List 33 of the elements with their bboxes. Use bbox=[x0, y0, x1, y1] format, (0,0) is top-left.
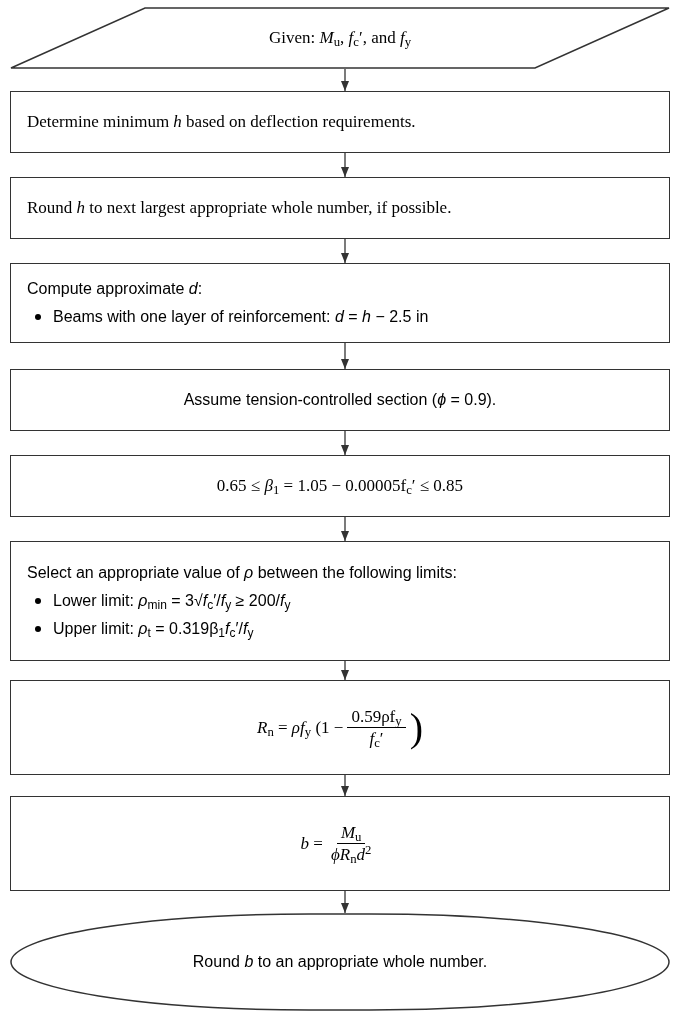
arrow bbox=[340, 890, 350, 914]
process-box bbox=[10, 680, 670, 775]
process-box bbox=[10, 455, 670, 517]
process-box bbox=[10, 796, 670, 891]
arrow bbox=[340, 152, 350, 178]
step-text: 0.65 ≤ β$_{1}$ = 1.05 − 0.00005f$_{c}$′ ≤ 0.85 bbox=[216, 475, 464, 499]
fraction: M$_{u}$ ϕR$_{n}$d$^{2}$ bbox=[329, 821, 373, 866]
arrow bbox=[340, 342, 350, 370]
step-heading: Compute approximate d: bbox=[27, 279, 204, 299]
step-heading: Select an appropriate value of ρ between the following limits: bbox=[27, 563, 458, 583]
step-text: Round b to an appropriate whole number. bbox=[192, 952, 488, 972]
parenthesis: ) bbox=[409, 707, 423, 748]
step-text: Assume tension-controlled section (ϕ = 0.9). bbox=[183, 390, 497, 410]
arrow bbox=[340, 430, 350, 456]
process-box bbox=[10, 177, 670, 239]
process-box bbox=[10, 91, 670, 153]
formula-text: R$_{n}$ = ρf$_{y}$ (1 − bbox=[257, 716, 344, 741]
arrow bbox=[340, 516, 350, 542]
arrow bbox=[340, 238, 350, 264]
process-box bbox=[10, 369, 670, 431]
process-box bbox=[10, 541, 670, 661]
formula-text: b = bbox=[300, 832, 323, 855]
bullet-item: Lower limit: ρ$_{min}$ = 3√f$_{c}$′/f$_{y}$ ≥ 200/f$_{y}$ bbox=[53, 591, 291, 613]
arrow bbox=[340, 774, 350, 797]
input-parallelogram bbox=[10, 7, 670, 69]
bullet-item: Upper limit: ρ$_{t}$ = 0.319β$_{1}$f$_{c}$′/f$_{y}$ bbox=[53, 619, 254, 641]
step-text: Given: M$_{u}$, f$_{c}$′, and f$_{y}$ bbox=[268, 27, 412, 51]
step-text: Determine minimum h based on deflection requirements. bbox=[27, 111, 416, 134]
process-box bbox=[10, 263, 670, 343]
arrow bbox=[340, 68, 350, 92]
arrow bbox=[340, 660, 350, 681]
step-text: Round h to next largest appropriate whole number, if possible. bbox=[27, 197, 452, 220]
bullet-item: Beams with one layer of reinforcement: d = h − 2.5 in bbox=[53, 307, 429, 327]
